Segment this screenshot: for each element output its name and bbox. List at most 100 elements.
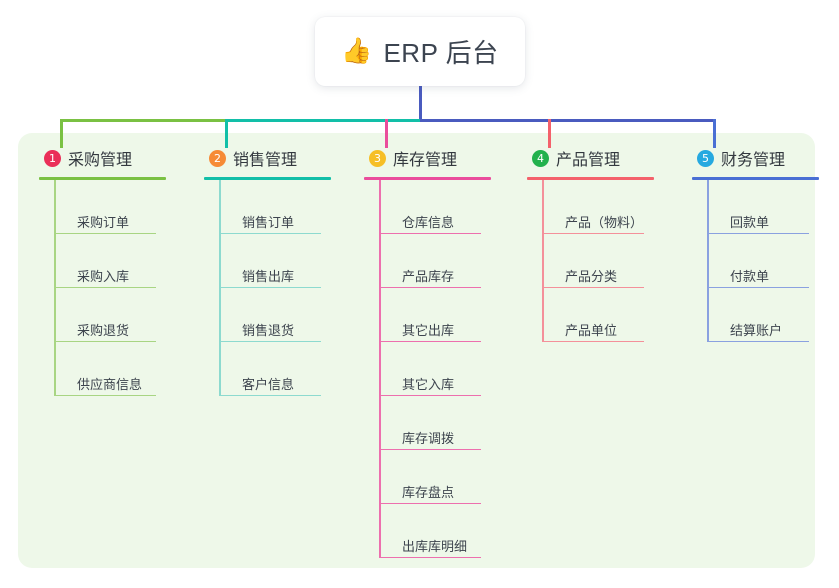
leaf-spine-5 [707,180,709,342]
leaf-item-rule [379,394,481,396]
leaf-item-label: 其它出库 [402,322,455,338]
leaf-item-rule [54,232,156,234]
connector-stub-1 [60,119,63,148]
thumbs-up-icon: 👍 [341,37,373,65]
leaf-item[interactable]: 供应商信息 [54,342,194,396]
leaf-item-label: 产品分类 [565,268,618,284]
leaf-item-label: 采购入库 [77,268,130,284]
column-header-rule-5 [692,177,819,180]
leaf-item[interactable]: 付款单 [707,234,839,288]
leaf-item-label: 采购订单 [77,214,130,230]
connector-stub-2 [225,119,228,148]
leaf-item-rule [379,502,481,504]
column-4: 4 产品管理产品（物料） 产品分类产品单位 [522,145,682,342]
column-title-3: 库存管理 [393,152,458,169]
leaf-list-5: 回款单付款单结算账户 [707,180,839,342]
column-badge-5: 5 [697,149,714,167]
leaf-list-1: 采购订单采购入库采购退货供应商信息 [54,180,194,396]
leaf-item[interactable]: 产品库存 [379,234,519,288]
leaf-item[interactable]: 仓库信息 [379,180,519,234]
leaf-item-rule [379,232,481,234]
leaf-item-rule [379,556,481,558]
leaf-item-rule [707,286,809,288]
column-header-rule-1 [39,177,166,180]
leaf-item-label: 采购退货 [77,322,130,338]
connector-stub-4 [548,119,551,148]
leaf-item[interactable]: 采购退货 [54,288,194,342]
leaf-item[interactable]: 结算账户 [707,288,839,342]
column-title-4: 产品管理 [556,152,621,169]
column-title-5: 财务管理 [721,152,786,169]
leaf-item[interactable]: 产品分类 [542,234,682,288]
leaf-item[interactable]: 销售订单 [219,180,359,234]
leaf-item[interactable]: 采购订单 [54,180,194,234]
leaf-item-label: 客户信息 [242,376,295,392]
leaf-spine-1 [54,180,56,396]
leaf-spine-3 [379,180,381,558]
leaf-item-rule [54,394,156,396]
column-header-rule-4 [527,177,654,180]
leaf-list-4: 产品（物料） 产品分类产品单位 [542,180,682,342]
column-header-5[interactable]: 5 财务管理 [687,145,839,171]
column-badge-1: 1 [44,149,61,167]
leaf-item-rule [54,340,156,342]
leaf-list-2: 销售订单销售出库销售退货客户信息 [219,180,359,396]
leaf-item-label: 销售退货 [242,322,295,338]
leaf-item[interactable]: 销售出库 [219,234,359,288]
leaf-item-rule [219,286,321,288]
column-3: 3 库存管理仓库信息产品库存其它出库其它入库库存调拨库存盘点出库库明细 [359,145,519,558]
leaf-item-label: 仓库信息 [402,214,455,230]
column-header-rule-3 [364,177,491,180]
leaf-item-rule [542,340,644,342]
leaf-item-label: 库存调拨 [402,430,455,446]
column-2: 2 销售管理销售订单销售出库销售退货客户信息 [199,145,359,396]
leaf-item-label: 供应商信息 [77,376,143,392]
leaf-item-rule [219,340,321,342]
root-node-card[interactable]: 👍 ERP 后台 [315,17,525,86]
connector-stub-5 [713,119,716,148]
leaf-item[interactable]: 出库库明细 [379,504,519,558]
column-badge-2: 2 [209,149,226,167]
leaf-item[interactable]: 其它入库 [379,342,519,396]
leaf-item[interactable]: 产品单位 [542,288,682,342]
leaf-item-rule [379,448,481,450]
leaf-item[interactable]: 采购入库 [54,234,194,288]
connector-bus-blue [420,119,714,122]
leaf-spine-4 [542,180,544,342]
leaf-item-rule [542,286,644,288]
column-5: 5 财务管理回款单付款单结算账户 [687,145,839,342]
column-badge-3: 3 [369,149,386,167]
leaf-item-label: 产品库存 [402,268,455,284]
leaf-item[interactable]: 库存盘点 [379,450,519,504]
column-header-3[interactable]: 3 库存管理 [359,145,519,171]
connector-stub-3 [385,119,388,148]
leaf-item-label: 产品单位 [565,322,618,338]
leaf-spine-2 [219,180,221,396]
leaf-item[interactable]: 库存调拨 [379,396,519,450]
leaf-item-label: 其它入库 [402,376,455,392]
leaf-item-label: 回款单 [730,214,770,230]
leaf-item-label: 产品（物料） [565,214,644,230]
leaf-item-label: 结算账户 [730,322,783,338]
leaf-item-rule [219,232,321,234]
column-badge-4: 4 [532,149,549,167]
leaf-item-label: 付款单 [730,268,770,284]
column-header-4[interactable]: 4 产品管理 [522,145,682,171]
leaf-item-rule [219,394,321,396]
leaf-item[interactable]: 产品（物料） [542,180,682,234]
leaf-item[interactable]: 回款单 [707,180,839,234]
leaf-item-rule [379,340,481,342]
connector-trunk-vertical [419,86,422,122]
leaf-item-label: 销售订单 [242,214,295,230]
leaf-item[interactable]: 其它出库 [379,288,519,342]
column-title-2: 销售管理 [233,152,298,169]
leaf-item[interactable]: 客户信息 [219,342,359,396]
leaf-item-label: 出库库明细 [402,538,468,554]
leaf-item[interactable]: 销售退货 [219,288,359,342]
leaf-item-label: 销售出库 [242,268,295,284]
leaf-item-rule [707,340,809,342]
column-header-2[interactable]: 2 销售管理 [199,145,359,171]
connector-bus-green [60,119,226,122]
